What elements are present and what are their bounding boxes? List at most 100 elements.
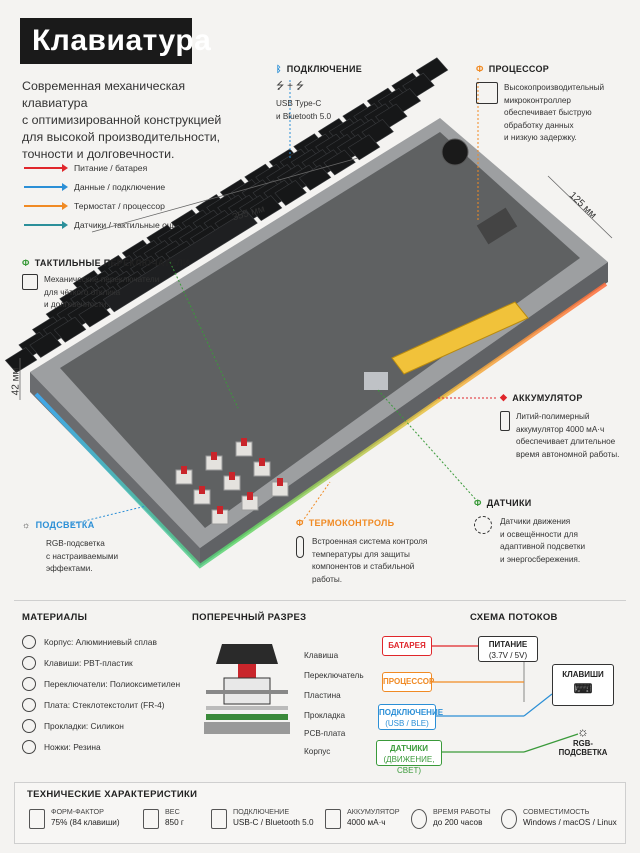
- sun-icon: ☼: [577, 724, 589, 739]
- keycap: [249, 195, 283, 222]
- motion-sensor-icon: [474, 516, 492, 534]
- switch-stem: [217, 506, 223, 514]
- flow-connection: ПОДКЛЮЧЕНИЕ(USB / BLE): [378, 704, 443, 730]
- intro-text: Современная механическая клавиатура с оп…: [22, 79, 222, 161]
- flow-diagram: СХЕМА ПОТОКОВ ПИТАНИЕ(3.7V / 5V) БАТАРЕЯ…: [374, 612, 634, 780]
- thermometer-icon: [296, 536, 304, 558]
- cross-section-drawing: [204, 644, 290, 734]
- knob-icon: [441, 138, 469, 166]
- red-arrow-icon: [24, 163, 68, 172]
- switch-stem: [181, 466, 187, 474]
- teal-arrow-icon: [24, 220, 68, 229]
- bluetooth-icon: ᛒ: [276, 64, 282, 74]
- callout-backlight: ☼ПОДСВЕТКА RGB-подсветка с настраиваемым…: [22, 520, 119, 573]
- switch-dot-icon: Φ: [22, 258, 30, 268]
- sun-icon: ☼: [22, 520, 31, 530]
- material-item: Переключатели: Полиоксиметилен: [22, 673, 182, 694]
- flow-rgb: ☼RGB-ПОДСВЕТКА: [550, 724, 616, 757]
- legend-item-sensors: Датчики / тактильные ощущения: [24, 215, 204, 234]
- switch-icon: [22, 676, 36, 691]
- battery-icon: [500, 411, 510, 431]
- material-item: Корпус: Алюминиевый сплав: [22, 631, 182, 652]
- height-label: 42 мм: [10, 367, 22, 396]
- flow-power: ПИТАНИЕ(3.7V / 5V): [478, 636, 538, 662]
- keycap: [78, 301, 111, 328]
- globe-icon: [501, 809, 517, 829]
- legend-item-power: Питание / батарея: [24, 158, 204, 177]
- switch-stem: [247, 492, 253, 500]
- width-dimension-line: [91, 157, 359, 233]
- legend-item-thermal: Термостат / процессор: [24, 196, 204, 215]
- sensor-dot-icon: Φ: [474, 498, 482, 508]
- plate: [60, 132, 580, 528]
- clock-icon: [411, 809, 427, 829]
- weight-icon: [143, 809, 159, 829]
- case-icon: [22, 634, 36, 649]
- depth-dimension-line: [547, 175, 613, 239]
- keycap: [298, 164, 332, 191]
- cross-section: ПОПЕРЕЧНЫЙ РАЗРЕЗ Клавиша Переключатель …: [192, 612, 364, 762]
- usb-plus-icon: ⭍ + ⭍: [276, 81, 305, 92]
- case-front-left: [30, 372, 200, 566]
- board-icon: [22, 697, 36, 712]
- keycap: [274, 179, 307, 206]
- material-item: Прокладки: Силикон: [22, 715, 182, 736]
- switch-stem: [211, 452, 217, 460]
- sensor-chip: [364, 372, 388, 390]
- keycap: [4, 347, 38, 374]
- switch-stem: [241, 438, 247, 446]
- switch-icon: [22, 274, 38, 290]
- orange-arrow-icon: [24, 201, 68, 210]
- switch-stem: [277, 478, 283, 486]
- keycap-icon: [22, 655, 36, 670]
- processor-dot-icon: Φ: [476, 64, 484, 74]
- flow-sensors: ДАТЧИКИ(ДВИЖЕНИЕ, СВЕТ): [376, 740, 442, 775]
- keycap: [323, 149, 356, 176]
- blue-arrow-icon: [24, 182, 68, 191]
- keycap: [347, 134, 381, 161]
- divider: [14, 600, 626, 601]
- battery-pack: [391, 301, 529, 375]
- flow-processor: ПРОЦЕССОР: [382, 672, 434, 692]
- keyboard-icon: ⌨: [573, 681, 593, 696]
- feet-icon: [22, 739, 36, 754]
- page-title: Клавиатура: [20, 18, 211, 64]
- callout-battery: ◆АККУМУЛЯТОР Литий-полимерный аккумулято…: [500, 392, 620, 459]
- switch-stem: [199, 486, 205, 494]
- flow-keys: КЛАВИШИ⌨: [552, 664, 614, 706]
- keyboard-illustration: [4, 57, 613, 569]
- switch-stem: [259, 458, 265, 466]
- keycap: [29, 331, 62, 358]
- thermal-dot-icon: Φ: [296, 518, 304, 528]
- material-item: Плата: Стеклотекстолит (FR-4): [22, 694, 182, 715]
- battery-dot-icon: ◆: [500, 392, 508, 402]
- material-item: Клавиши: PBT-пластик: [22, 652, 182, 673]
- keycap: [53, 316, 87, 343]
- legend-item-data: Данные / подключение: [24, 177, 204, 196]
- gasket-icon: [22, 718, 36, 733]
- case-front-right: [200, 262, 608, 566]
- keycaps: [4, 57, 449, 525]
- material-item: Ножки: Резина: [22, 736, 182, 757]
- rgb-underglow: [34, 282, 608, 569]
- bluetooth-icon: [211, 809, 227, 829]
- keyboard-icon: [29, 809, 45, 829]
- switch-stem: [229, 472, 235, 480]
- processor-chip: [476, 207, 518, 245]
- chip-icon: [476, 82, 498, 104]
- flow-arrows: [432, 645, 579, 753]
- materials-section: МАТЕРИАЛЫ Корпус: Алюминиевый сплав Клав…: [22, 612, 182, 757]
- battery-icon: [325, 809, 341, 829]
